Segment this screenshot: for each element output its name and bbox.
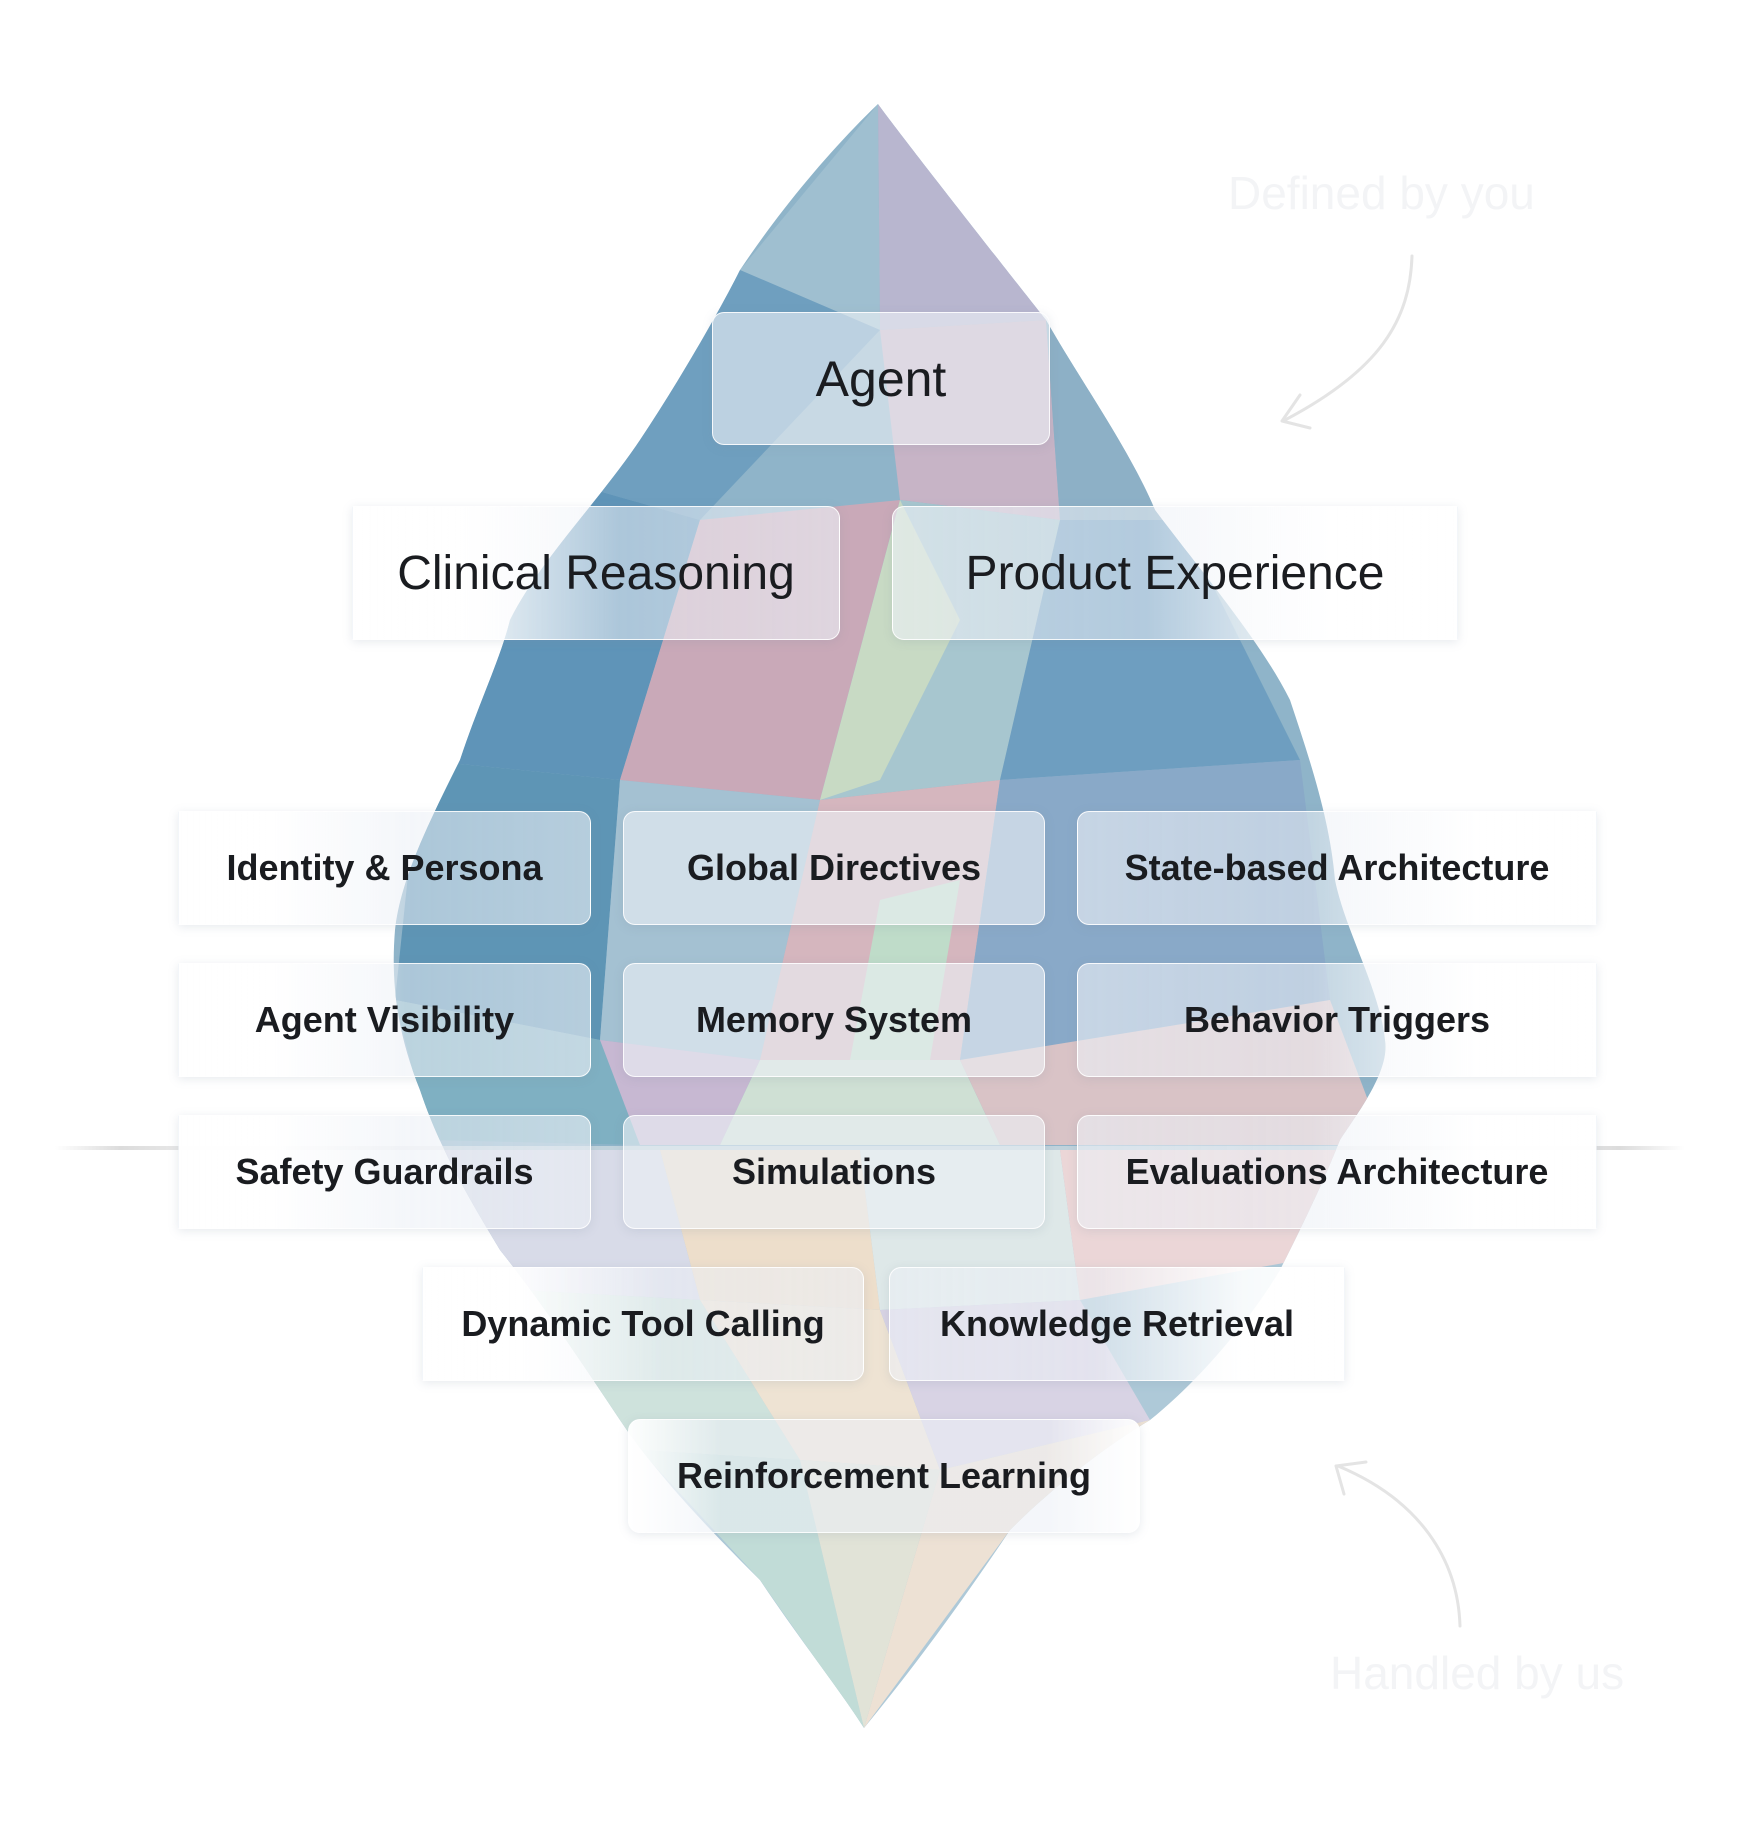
node-dynamic-tool-calling: Dynamic Tool Calling bbox=[422, 1267, 864, 1381]
node-safety-guardrails: Safety Guardrails bbox=[178, 1115, 591, 1229]
node-identity-persona: Identity & Persona bbox=[178, 811, 591, 925]
node-global-directives: Global Directives bbox=[623, 811, 1045, 925]
node-memory-system: Memory System bbox=[623, 963, 1045, 1077]
node-evaluations-architecture: Evaluations Architecture bbox=[1077, 1115, 1597, 1229]
node-product-experience: Product Experience bbox=[892, 506, 1458, 640]
node-knowledge-retrieval: Knowledge Retrieval bbox=[889, 1267, 1345, 1381]
node-behavior-triggers: Behavior Triggers bbox=[1077, 963, 1597, 1077]
handled-by-us-label: Handled by us bbox=[1330, 1647, 1625, 1699]
node-agent: Agent bbox=[712, 312, 1050, 445]
node-agent-visibility: Agent Visibility bbox=[178, 963, 591, 1077]
node-reinforcement-learning: Reinforcement Learning bbox=[628, 1419, 1140, 1533]
defined-by-you-label: Defined by you bbox=[1228, 167, 1535, 219]
node-simulations: Simulations bbox=[623, 1115, 1045, 1229]
node-state-based-architecture: State-based Architecture bbox=[1077, 811, 1597, 925]
node-clinical-reasoning: Clinical Reasoning bbox=[352, 506, 840, 640]
